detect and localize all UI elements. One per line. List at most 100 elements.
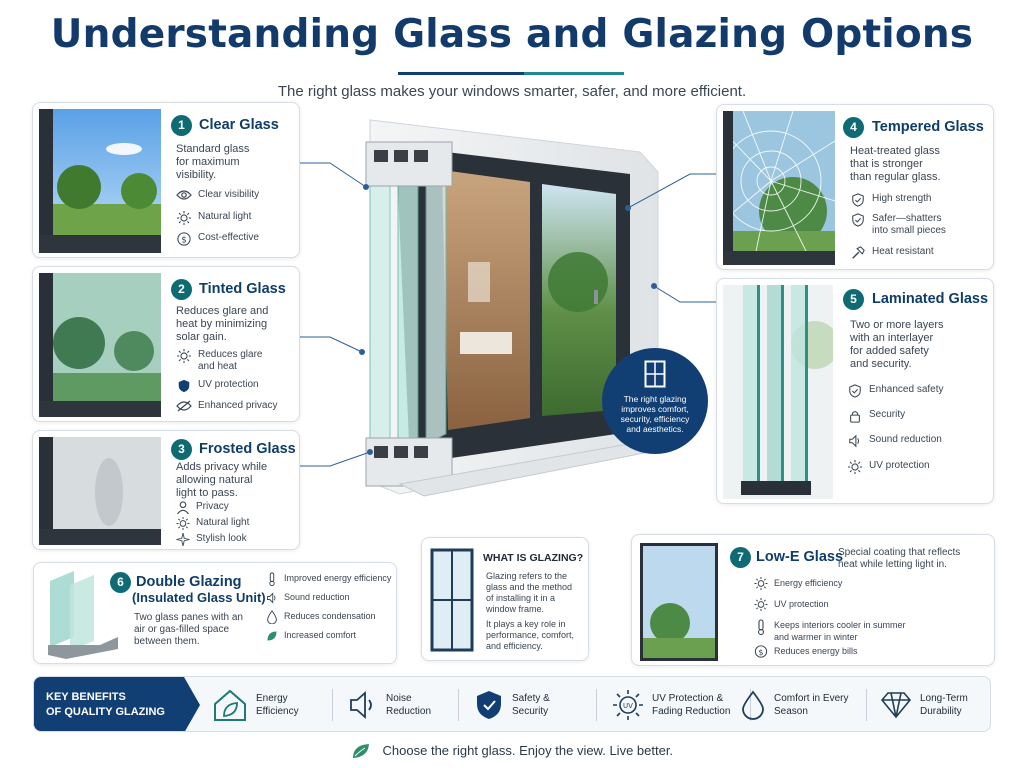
feature-cost-effective: $ Cost-effective [176, 232, 259, 246]
sun-glare-icon [177, 349, 191, 363]
speaker-icon [267, 592, 276, 604]
shield-check-icon [852, 213, 864, 227]
title-rule-left [398, 72, 524, 75]
window-cutaway-illustration [365, 119, 662, 497]
thermometer-icon [757, 619, 765, 635]
feature-security: Security [847, 409, 905, 423]
footer-tagline: Choose the right glass. Enjoy the view. … [0, 742, 1024, 759]
card-title-low-e: Low-E Glass [756, 549, 844, 565]
card-title-clear: Clear Glass [199, 117, 279, 133]
card-number-4: 4 [843, 117, 864, 138]
feature-uv-protection: UV protection [176, 379, 259, 393]
benefit-uv-protection: UV UV Protection &Fading Reduction [612, 677, 730, 731]
feature-privacy: Privacy [176, 501, 229, 514]
lock-icon [850, 411, 860, 423]
leaf-icon [267, 631, 277, 641]
page-title: Understanding Glass and Glazing Options [50, 12, 974, 57]
feature-enhanced-safety: Enhanced safety [847, 384, 944, 398]
feature-energy-efficiency: Energy efficiency [754, 577, 842, 590]
card-title-tempered: Tempered Glass [872, 119, 984, 135]
house-leaf-icon [214, 689, 246, 721]
dollar-icon: $ [177, 232, 191, 246]
feature-improved-energy-efficiency: Improved energy efficiency [266, 572, 391, 586]
feature-high-strength: High strength [850, 193, 931, 207]
svg-text:$: $ [181, 236, 187, 246]
diamond-icon [880, 692, 912, 719]
feature-uv-protection-laminated: UV protection [847, 460, 930, 474]
card-title-double: Double Glazing [136, 574, 242, 590]
tinted-glass-photo [39, 273, 161, 417]
benefit-divider [332, 689, 333, 721]
eye-slash-icon [176, 400, 192, 412]
clear-glass-photo [39, 109, 161, 253]
uv-sun-icon: UV [613, 690, 643, 720]
leaf-icon [352, 743, 369, 758]
glazing-title: WHAT IS GLAZING? [483, 552, 584, 564]
speaker-icon [350, 691, 372, 719]
card-title-laminated: Laminated Glass [872, 291, 989, 307]
sparkle-icon [176, 533, 190, 546]
sun-icon [754, 577, 768, 590]
frosted-glass-photo [39, 437, 161, 545]
water-drop-icon [742, 690, 764, 720]
feature-enhanced-privacy: Enhanced privacy [176, 400, 278, 412]
card-number-7: 7 [730, 547, 751, 568]
svg-text:$: $ [758, 647, 763, 657]
page-subtitle: The right glass makes your windows smart… [277, 83, 747, 100]
sun-icon [848, 460, 862, 474]
card-number-3: 3 [171, 439, 192, 460]
feature-clear-visibility: Clear visibility [176, 189, 259, 201]
hammer-icon [852, 246, 865, 259]
card-low-e-glass: 7 Low-E Glass Special coating that refle… [631, 534, 995, 666]
feature-sound-reduction: Sound reduction [847, 434, 942, 448]
sun-icon [177, 211, 191, 225]
window-icon [644, 360, 666, 388]
key-benefits-arrow [184, 677, 200, 731]
shield-check-icon [852, 193, 864, 207]
svg-text:UV: UV [623, 702, 633, 710]
card-number-5: 5 [843, 289, 864, 310]
card-title-tinted: Tinted Glass [199, 281, 286, 297]
dollar-icon: $ [754, 645, 768, 658]
feature-increased-comfort: Increased comfort [266, 629, 356, 643]
card-title-frosted: Frosted Glass [199, 441, 296, 457]
feature-natural-light: Natural light [176, 211, 251, 225]
low-e-glass-photo [640, 543, 718, 661]
feature-reduces-condensation: Reduces condensation [266, 610, 376, 624]
shield-check-icon [477, 691, 501, 719]
feature-reduces-energy-bills: $ Reduces energy bills [754, 645, 858, 658]
feature-uv-protection-low-e: UV protection [754, 598, 829, 611]
benefit-divider [866, 689, 867, 721]
title-rule-right [524, 72, 624, 75]
benefit-safety-security: Safety &Security [474, 677, 550, 731]
tempered-glass-photo [723, 111, 835, 265]
shield-check-icon [849, 384, 861, 398]
feature-heat-resistant: Heat resistant [850, 246, 934, 260]
sun-icon [754, 598, 768, 611]
benefit-divider [596, 689, 597, 721]
card-double-glazing: 6 Double Glazing (Insulated Glass Unit) … [33, 562, 397, 664]
sun-icon [176, 517, 190, 530]
